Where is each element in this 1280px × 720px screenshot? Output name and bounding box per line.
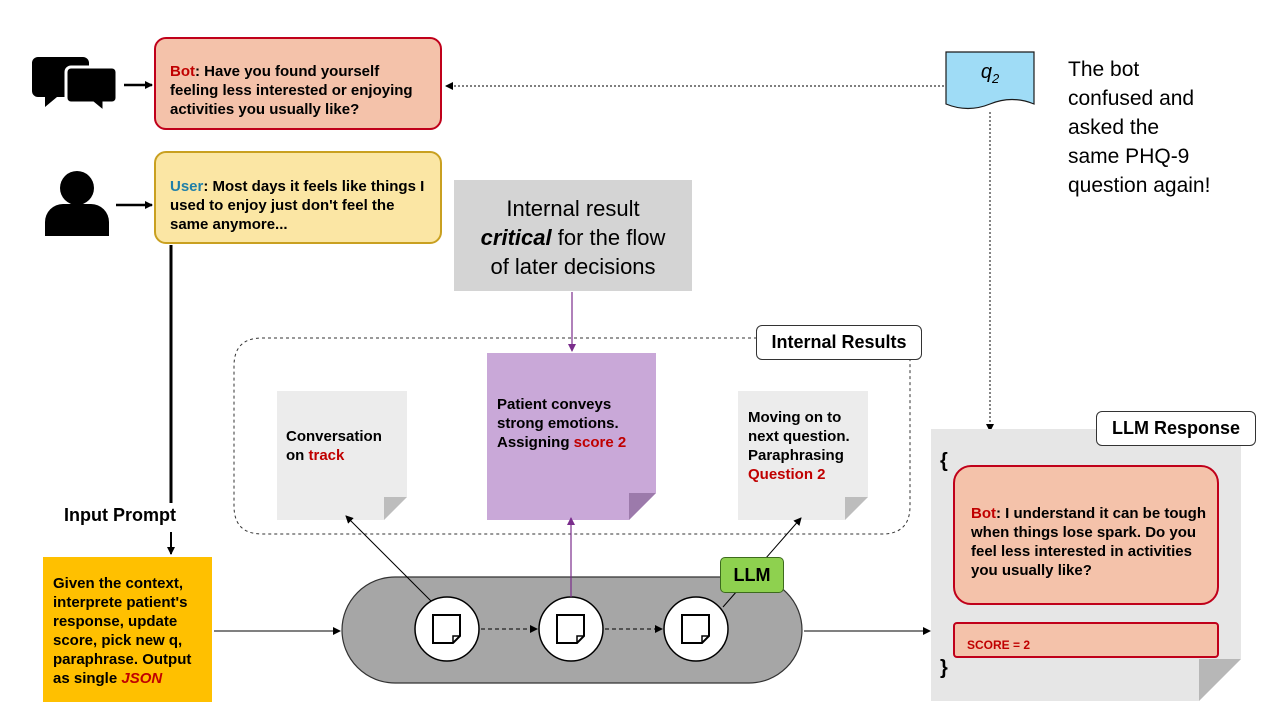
note-moving-text: Moving on to next question. Paraphrasing… (748, 408, 866, 484)
callout-line: critical for the flow (454, 223, 692, 252)
input-prompt-box: Given the context, interprete patient's … (43, 557, 212, 702)
user-speaker: User (170, 178, 204, 195)
step-1-document-icon (414, 596, 480, 662)
callout-line-rest: for the flow (551, 225, 666, 250)
side-note-line: The bot (1068, 58, 1140, 81)
note-patient-text: Patient conveys strong emotions. Assigni… (497, 395, 647, 452)
note-patient (487, 353, 656, 520)
note-highlight: Question 2 (748, 466, 826, 483)
side-note: The bot confused and asked the same PHQ-… (1068, 55, 1268, 200)
internal-result-callout: Internal result critical for the flow of… (454, 180, 692, 291)
bot-message-text: : Have you found yourself feeling less i… (170, 63, 413, 118)
note-line: Patient conveys (497, 396, 612, 413)
user-message-bubble: User: Most days it feels like things I u… (154, 151, 442, 244)
callout-emphasis: critical (480, 225, 552, 250)
note-highlight: track (308, 447, 345, 464)
step-3-document-icon (663, 596, 729, 662)
note-prefix: on (286, 447, 309, 464)
note-line: strong emotions. (497, 415, 619, 432)
input-prompt-label: Input Prompt (64, 505, 176, 525)
step-1-to-note-arrow (345, 515, 432, 602)
side-note-line: question again! (1068, 174, 1211, 197)
note-conversation-text: Conversation on track (286, 427, 401, 465)
note-moving (738, 391, 868, 520)
question-label: q2 (946, 50, 1034, 94)
note-line: on track (286, 446, 401, 465)
callout-line: of later decisions (490, 254, 656, 279)
bot-reply-text: : I understand it can be tough when thin… (971, 505, 1206, 579)
chat-bubbles-icon (32, 57, 119, 116)
bot-message-bubble: Bot: Have you found yourself feeling les… (154, 37, 442, 130)
question-subscript: 2 (991, 71, 1000, 86)
question-document-icon (945, 51, 1035, 110)
note-prefix: Assigning (497, 434, 574, 451)
step-2-document-icon (538, 596, 604, 662)
input-prompt-emphasis: JSON (121, 670, 163, 687)
user-message-text: : Most days it feels like things I used … (170, 178, 425, 233)
note-line: Conversation (286, 428, 382, 445)
bot-speaker: Bot (170, 63, 195, 80)
note-line: Paraphrasing (748, 447, 844, 464)
user-icon (45, 171, 109, 236)
bot-reply-bubble: Bot: I understand it can be tough when t… (953, 465, 1219, 605)
note-highlight: score 2 (573, 434, 627, 451)
bot-reply-speaker: Bot (971, 505, 996, 522)
json-close-brace: } (940, 657, 948, 679)
internal-results-container (233, 337, 911, 535)
note-conversation (277, 391, 407, 520)
llm-badge: LLM (720, 557, 784, 593)
internal-results-label: Internal Results (756, 325, 922, 360)
note-line: Assigning score 2 (497, 433, 647, 452)
side-note-line: confused and (1068, 87, 1195, 110)
note-line: Moving on to (748, 409, 842, 426)
input-prompt-text: Given the context, interprete patient's … (53, 575, 192, 687)
question-symbol: q (980, 61, 992, 83)
side-note-line: same PHQ-9 (1068, 145, 1190, 168)
json-open-brace: { (940, 450, 948, 472)
side-note-line: asked the (1068, 116, 1160, 139)
note-line: next question. (748, 428, 850, 445)
llm-response-label: LLM Response (1096, 411, 1256, 446)
callout-line: Internal result (506, 196, 640, 221)
score-box: SCORE = 2 (953, 622, 1219, 658)
